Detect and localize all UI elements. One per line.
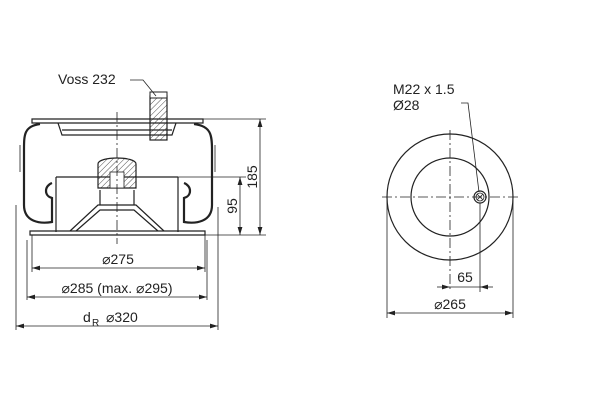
top-view: M22 x 1.5 Ø28 65 ⌀265 xyxy=(382,81,518,318)
side-view: 185 95 ⌀275 ⌀285 (max. ⌀295) d R ⌀320 Vo… xyxy=(15,71,266,330)
piston xyxy=(29,157,206,236)
dim-diameter-275: ⌀275 xyxy=(102,251,134,267)
dim-height-total: 185 xyxy=(244,165,260,189)
bellows xyxy=(19,122,216,224)
dim-diameter-265: ⌀265 xyxy=(434,296,466,312)
dim-diameter-symbol: d xyxy=(83,309,91,325)
dim-diameter-285: ⌀285 (max. ⌀295) xyxy=(61,280,172,296)
fitting-label: Voss 232 xyxy=(58,71,116,87)
dim-diameter-subscript: R xyxy=(92,318,99,329)
dim-offset-65: 65 xyxy=(457,269,473,285)
voss-fitting xyxy=(130,79,168,141)
thread-label: M22 x 1.5 xyxy=(393,81,455,97)
top-plate xyxy=(31,118,204,136)
dim-height-piston: 95 xyxy=(224,198,240,214)
port-hole-icon xyxy=(473,190,487,204)
dim-diameter-320: ⌀320 xyxy=(106,309,138,325)
hole-label: Ø28 xyxy=(393,97,420,113)
